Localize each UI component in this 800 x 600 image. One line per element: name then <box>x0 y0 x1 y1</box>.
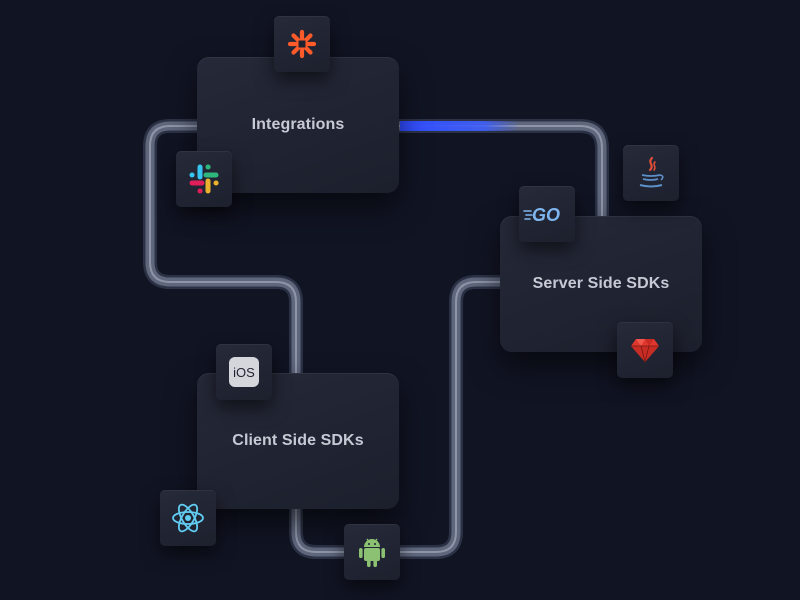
react-icon[interactable] <box>160 490 216 546</box>
zapier-icon[interactable] <box>274 16 330 72</box>
go-text: GO <box>532 205 560 225</box>
java-icon[interactable] <box>623 145 679 201</box>
go-icon[interactable]: GO <box>519 186 575 242</box>
ruby-icon[interactable] <box>617 322 673 378</box>
pipe-integrations-to-client <box>143 119 303 382</box>
ios-text: iOS <box>233 364 255 380</box>
pipe-client-to-server <box>289 275 507 559</box>
ios-badge: iOS <box>229 357 259 387</box>
integrations-label: Integrations <box>251 116 345 133</box>
client-side-sdks-label: Client Side SDKs <box>232 432 364 449</box>
server-side-sdks-label: Server Side SDKs <box>532 275 670 292</box>
ios-icon[interactable]: iOS <box>216 344 272 400</box>
android-icon[interactable] <box>344 524 400 580</box>
slack-icon[interactable] <box>176 151 232 207</box>
pipe-integrations-to-server <box>392 119 609 225</box>
